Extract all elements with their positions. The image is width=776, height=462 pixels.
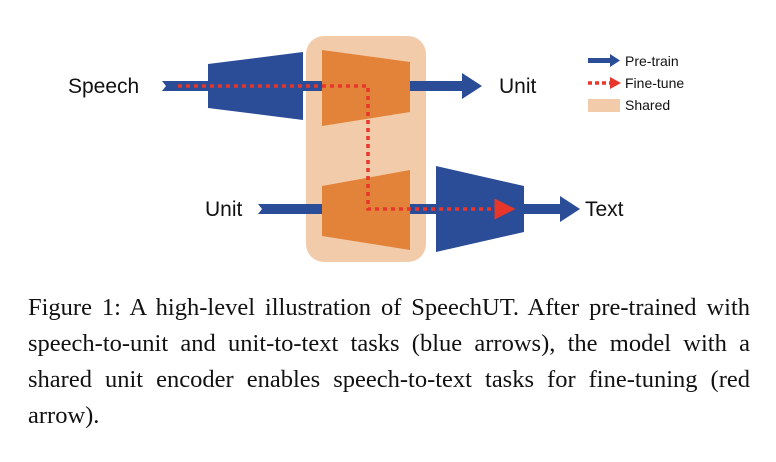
legend-finetune-label: Fine-tune: [625, 75, 684, 91]
label-text-output: Text: [585, 198, 624, 221]
speech-to-shared-link: [303, 81, 323, 91]
shared-unit-encoder-top: [322, 50, 410, 126]
speechut-diagram: Speech Unit Unit Text Pre-train Fine-tun…: [68, 36, 684, 262]
legend: Pre-train Fine-tune Shared: [588, 53, 684, 113]
unit-input-line: [266, 204, 324, 214]
speech-encoder-block: [208, 52, 303, 120]
label-unit-input: Unit: [205, 198, 243, 221]
unit-input-arrow: [258, 204, 268, 214]
label-speech-input: Speech: [68, 75, 139, 98]
finetune-path: [178, 84, 516, 220]
legend-shared-swatch: [588, 99, 620, 112]
legend-shared-label: Shared: [625, 97, 670, 113]
text-output-line: [524, 204, 562, 214]
legend-pretrain-line: [588, 58, 612, 63]
shared-unit-encoder-bottom: [322, 170, 410, 250]
speech-input-arrow: [162, 81, 172, 91]
unit-output-line: [410, 81, 464, 91]
legend-pretrain-arrowhead: [610, 54, 620, 67]
unit-output-arrowhead: [462, 73, 482, 99]
label-unit-output: Unit: [499, 75, 537, 98]
legend-pretrain-label: Pre-train: [625, 53, 679, 69]
text-output-arrowhead: [560, 196, 580, 222]
figure-caption: Figure 1: A high-level illustration of S…: [28, 294, 750, 429]
legend-finetune-arrowhead: [610, 77, 621, 89]
